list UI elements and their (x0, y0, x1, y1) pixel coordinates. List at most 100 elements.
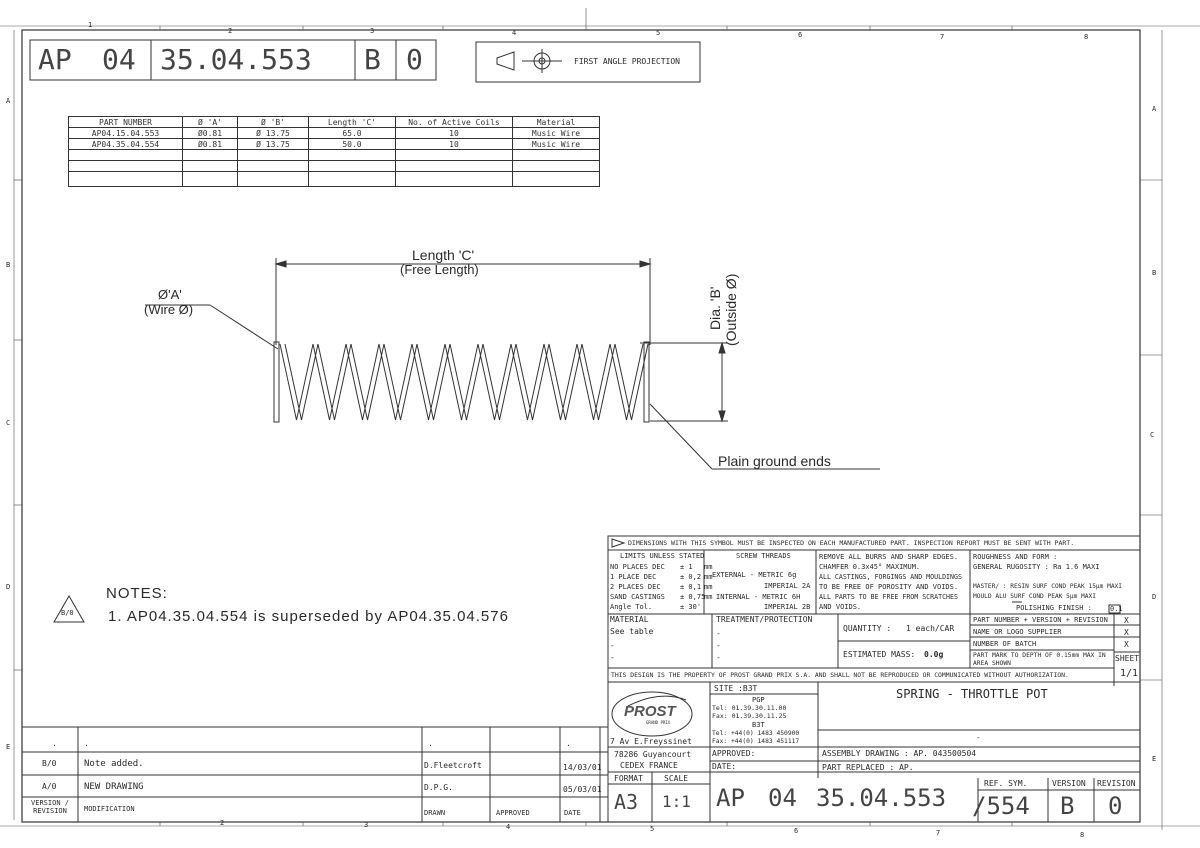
treatment-dash: - (716, 629, 721, 638)
assembly-drawing: ASSEMBLY DRAWING : AP. 043500504 (822, 749, 977, 758)
coil-turn (576, 343, 611, 421)
treatment-dash: - (716, 653, 721, 662)
grid-col-5: 5 (656, 29, 661, 37)
grid-row-a: A (6, 97, 11, 105)
grid-bot-6: 6 (794, 827, 799, 835)
roughness-note: MOULD ALU SURF COND PEAK 5µm MAXI (973, 593, 1096, 600)
prost-logo: PROST (624, 703, 676, 720)
limit-value: ± 1 (680, 563, 693, 571)
coil-turn (378, 343, 413, 421)
property-note: THIS DESIGN IS THE PROPERTY OF PROST GRA… (611, 671, 1069, 679)
limit-value: ± 0,75 (680, 593, 706, 601)
revision-dot: . (428, 739, 433, 748)
wire-sub: (Wire Ø) (144, 302, 194, 317)
notes-title: NOTES: (106, 585, 168, 602)
limit-label: 2 PLACES DEC (610, 583, 661, 591)
limit-unit: mm (704, 583, 713, 591)
coil-turn (312, 343, 347, 421)
address-line: 78286 Guyancourt (614, 750, 692, 759)
notes-line-1: 1. AP04.35.04.554 is superseded by AP04.… (108, 608, 509, 625)
coil-turn (548, 343, 583, 421)
table-row-empty (68, 149, 600, 161)
treatment-dash: - (716, 641, 721, 650)
grid-bot-2: 2 (220, 819, 225, 827)
coil-turn (449, 343, 484, 421)
number-group: 04 (768, 784, 797, 812)
treatment-label: TREATMENT/PROTECTION (716, 615, 813, 624)
pgp-name: PGP (752, 696, 765, 704)
inspection-note: DIMENSIONS WITH THIS SYMBOL MUST BE INSP… (628, 539, 1075, 547)
marking-x: X (1124, 640, 1129, 649)
revision-modification: Note added. (84, 759, 144, 769)
marking-x: X (1124, 628, 1129, 637)
roughness-note: POLISHING FINISH : (1016, 604, 1092, 612)
grid-col-4: 4 (512, 29, 517, 37)
revision-header-version: VERSION / REVISION (31, 799, 69, 815)
marking-row: NAME OR LOGO SUPPLIER (973, 628, 1062, 636)
version-label: VERSION (1052, 779, 1086, 788)
grid-bot-5: 5 (650, 825, 655, 833)
sheet-value: 1/1 (1120, 668, 1139, 679)
material-dash: - (610, 653, 615, 662)
coil-turn (444, 343, 479, 421)
roughness-note: GENERAL RUGOSITY : Ra 1.6 MAXI (973, 563, 1100, 571)
projection-label: FIRST ANGLE PROJECTION (574, 57, 680, 66)
burr-note: CHAMFER 0.3x45° MAXIMUM. (819, 563, 921, 571)
grid-row-a-right: A (1152, 105, 1157, 113)
limit-label: NO PLACES DEC (610, 563, 665, 571)
thread-row: IMPERIAL 2B (764, 603, 811, 611)
header-revision: 0 (406, 43, 423, 76)
grid-bot-7: 7 (936, 829, 941, 837)
grid-row-b: B (6, 261, 11, 269)
roughness-note: MASTER/ : RESIN SURF COND PEAK 15µm MAXI (973, 583, 1123, 590)
site-label: SITE :B3T (714, 684, 758, 693)
format-label: FORMAT (614, 774, 643, 783)
coil-turn (345, 343, 380, 421)
marking-row: PART MARK TO DEPTH OF 0.15mm MAX IN AREA… (973, 652, 1106, 667)
coil-turn (477, 343, 512, 421)
limit-label: SAND CASTINGS (610, 593, 665, 601)
revision-value: 0 (1108, 792, 1123, 820)
limit-unit: mm (704, 563, 713, 571)
grid-row-c-right: C (1150, 431, 1155, 439)
grid-row-e: E (6, 743, 11, 751)
coil-turn (317, 343, 352, 421)
coil-turn (284, 343, 319, 421)
b3t-tel: Tel: +44(0) 1483 450900 (712, 730, 800, 737)
grid-row-d-right: D (1152, 593, 1157, 601)
limit-unit: mm (704, 593, 713, 601)
burr-note: TO BE FREE OF POROSITY AND VOIDS. (819, 583, 959, 591)
marking-row: NUMBER OF BATCH (973, 640, 1037, 648)
wire-label: Ø'A' (158, 287, 182, 302)
revision-header-approved: APPROVED (496, 809, 530, 817)
b3t-name: B3T (752, 721, 765, 729)
mass-value: 0.0g (924, 650, 944, 659)
limit-value: ± 30' (680, 603, 702, 611)
grid-col-6: 6 (798, 31, 803, 39)
ref-sym-label: REF. SYM. (984, 779, 1028, 788)
revision-version: A/0 (42, 782, 57, 791)
revision-header-drawn: DRAWN (424, 809, 446, 817)
notes-triangle-label: B/0 (61, 609, 74, 617)
roughness-note: ROUGHNESS AND FORM : (973, 553, 1058, 561)
address-line: 7 Av E.Freyssinet (610, 737, 692, 746)
header-prefix: AP (38, 43, 72, 76)
header-version: B (364, 43, 381, 76)
plain-ground-ends-label: Plain ground ends (718, 453, 831, 469)
length-sub: (Free Length) (400, 262, 479, 277)
coil-turn (416, 343, 451, 421)
grid-row-d: D (6, 583, 11, 591)
parts-table-header: PART NUMBER Ø 'A' Ø 'B' Length 'C' No. o… (68, 116, 600, 128)
grid-col-3: 3 (370, 27, 375, 35)
thread-row: EXTERNAL - METRIC 6g (712, 571, 797, 579)
coil-turn (515, 343, 550, 421)
material-label: MATERIAL (610, 615, 649, 624)
prost-logo-sub: GRAND PRIX (646, 720, 671, 725)
coil-turn (350, 343, 385, 421)
table-row: AP04.35.04.554 Ø0.81 Ø 13.75 50.0 10 Mus… (68, 138, 600, 150)
address-line: CEDEX FRANCE (620, 761, 678, 770)
ref-sym-value: /554 (972, 792, 1030, 820)
